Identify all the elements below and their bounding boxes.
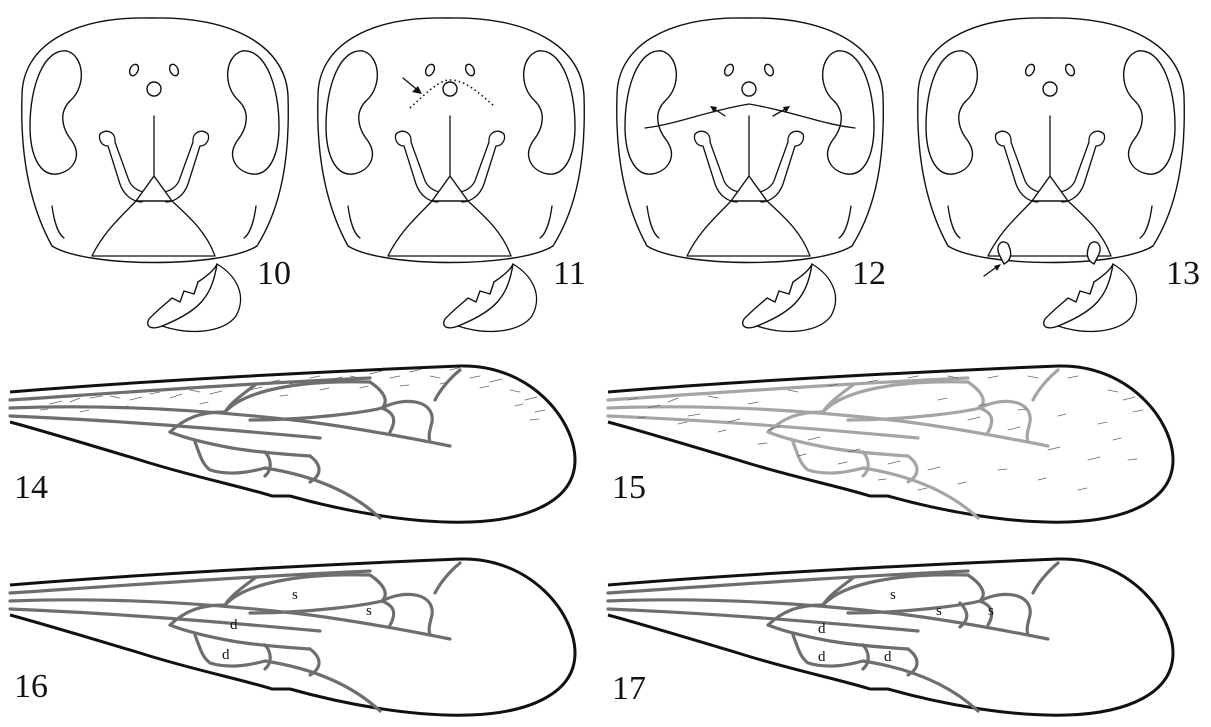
cell-label-d: d — [818, 621, 826, 637]
wing-figure-15: 15 — [608, 366, 1173, 522]
figure-number-13: 13 — [1166, 255, 1200, 292]
cell-label-s: s — [366, 603, 372, 619]
figure-number-16: 16 — [14, 668, 48, 705]
cell-label-d: d — [884, 649, 892, 665]
figure-number-12: 12 — [852, 255, 886, 292]
wing-figure-16: s s d d 16 — [10, 559, 575, 715]
wing-figure-17: s s s d d d 17 — [608, 559, 1173, 715]
head-figure-13: 13 — [918, 18, 1200, 332]
figure-number-11: 11 — [553, 255, 586, 292]
figure-number-15: 15 — [612, 469, 646, 506]
cell-label-s: s — [292, 587, 298, 603]
head-figure-10: 10 — [22, 18, 291, 332]
figure-number-17: 17 — [612, 670, 646, 707]
figure-number-14: 14 — [14, 469, 48, 506]
cell-label-s: s — [988, 603, 994, 619]
head-figure-12: 12 — [617, 18, 886, 332]
cell-label-d: d — [222, 647, 230, 663]
figure-number-10: 10 — [257, 255, 291, 292]
cell-label-s: s — [936, 603, 942, 619]
cell-label-d: d — [818, 649, 826, 665]
wing-figure-14: 14 — [10, 366, 575, 522]
cell-label-d: d — [230, 617, 238, 633]
cell-label-s: s — [890, 587, 896, 603]
head-figure-11: 11 — [318, 18, 586, 332]
